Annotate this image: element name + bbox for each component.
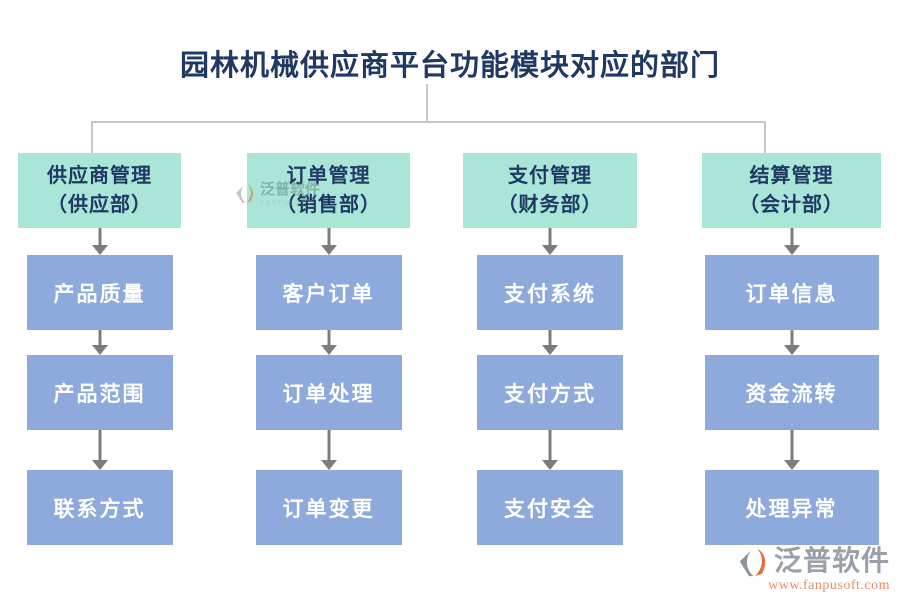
feature-box: 支付安全: [477, 470, 623, 545]
flow-column-settlement: 结算管理 （会计部） 订单信息 资金流转 处理异常: [702, 153, 881, 545]
department-box: 支付管理 （财务部）: [463, 153, 637, 228]
down-arrow-icon: [91, 330, 109, 355]
down-arrow-icon: [541, 430, 559, 470]
down-arrow-icon: [320, 330, 338, 355]
department-name: （供应部）: [47, 193, 152, 216]
fanpu-logo: 泛普软件 www.fanpusoft.com: [738, 545, 890, 593]
down-arrow-icon: [541, 330, 559, 355]
flow-column-supplier: 供应商管理 （供应部） 产品质量 产品范围 联系方式: [18, 153, 181, 545]
module-name: 结算管理: [749, 164, 834, 187]
feature-box: 联系方式: [26, 470, 173, 545]
brand-name: 泛普软件: [773, 545, 890, 577]
down-arrow-icon: [541, 228, 559, 255]
department-name: （财务部）: [497, 193, 603, 216]
department-name: （会计部）: [739, 193, 844, 216]
down-arrow-icon: [320, 228, 338, 255]
down-arrow-icon: [783, 228, 801, 255]
feature-box: 订单处理: [255, 355, 402, 430]
flow-column-order: 订单管理 （销售部） 客户订单 订单处理 订单变更: [247, 153, 410, 545]
department-name: （销售部）: [276, 193, 381, 216]
feature-box: 支付方式: [477, 355, 623, 430]
fanpu-logo-icon: [235, 182, 257, 204]
feature-box: 资金流转: [704, 355, 879, 430]
feature-box: 产品范围: [26, 355, 173, 430]
down-arrow-icon: [783, 430, 801, 470]
feature-box: 产品质量: [26, 255, 173, 330]
feature-box: 订单变更: [255, 470, 402, 545]
down-arrow-icon: [320, 430, 338, 470]
department-box: 订单管理 （销售部）: [247, 153, 410, 228]
down-arrow-icon: [91, 228, 109, 255]
brand-url: www.fanpusoft.com: [768, 578, 890, 593]
fanpu-logo-icon: [738, 545, 771, 578]
watermark-brand-name: 泛普软件: [260, 182, 321, 198]
feature-box: 处理异常: [704, 470, 879, 545]
feature-box: 订单信息: [704, 255, 879, 330]
watermark-brand-sub: FANPUSOFT: [260, 198, 314, 207]
page-title: 园林机械供应商平台功能模块对应的部门: [179, 50, 720, 82]
module-name: 订单管理: [286, 164, 371, 187]
module-name: 供应商管理: [47, 164, 152, 187]
flow-column-payment: 支付管理 （财务部） 支付系统 支付方式 支付安全: [463, 153, 637, 545]
down-arrow-icon: [783, 330, 801, 355]
module-name: 支付管理: [508, 164, 592, 187]
department-box: 结算管理 （会计部）: [702, 153, 881, 228]
fanpu-watermark: 泛普软件 FANPUSOFT: [235, 182, 320, 207]
feature-box: 支付系统: [477, 255, 623, 330]
department-box: 供应商管理 （供应部）: [18, 153, 181, 228]
down-arrow-icon: [91, 430, 109, 470]
feature-box: 客户订单: [255, 255, 402, 330]
